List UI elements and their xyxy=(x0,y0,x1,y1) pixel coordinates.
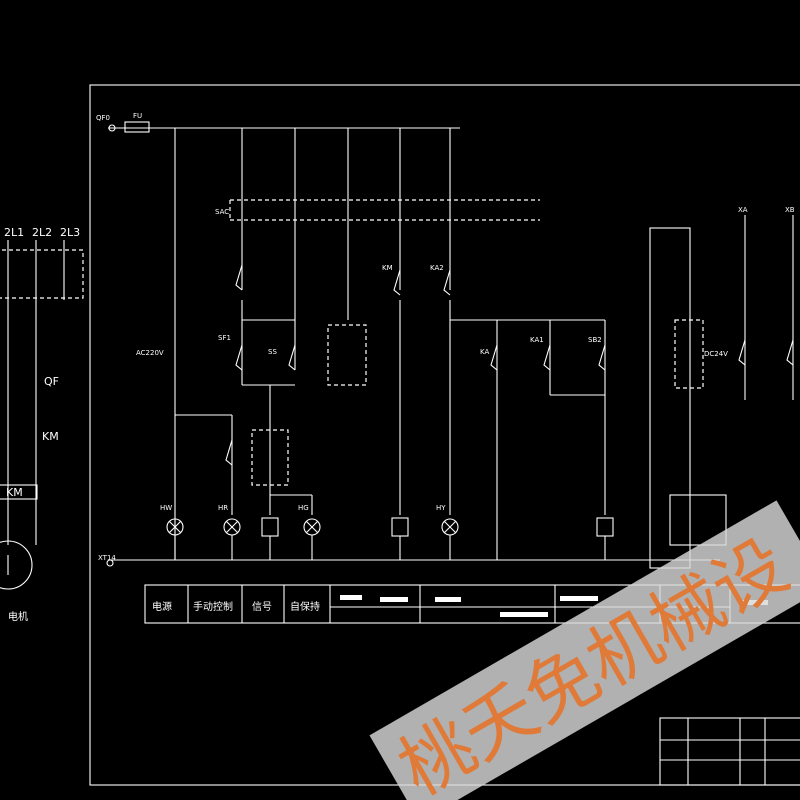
sac-label: SAC xyxy=(215,208,229,216)
table-cell-1: 手动控制 xyxy=(193,600,233,613)
motor-circuit xyxy=(0,240,84,590)
coil-ka1 xyxy=(596,517,614,537)
title-block xyxy=(659,717,800,786)
coil-km xyxy=(261,517,279,537)
ka2-contact-label: KA2 xyxy=(430,264,444,272)
lamp-hy xyxy=(441,518,459,536)
km-label: KM xyxy=(42,430,59,443)
dc24-label: DC24V xyxy=(704,350,728,358)
branch-lines xyxy=(175,128,606,525)
drawing-frame xyxy=(89,84,800,786)
watermark-text: 桃夭免机械设 xyxy=(385,523,800,800)
hy-label: HY xyxy=(436,504,446,512)
sf1-label: SF1 xyxy=(218,334,231,342)
l3-label: 2L3 xyxy=(60,226,80,239)
coil-ka2 xyxy=(391,517,409,537)
hg-label: HG xyxy=(298,504,309,512)
fu-label: FU xyxy=(133,112,142,120)
supply-bus xyxy=(106,121,720,567)
lamp-hg xyxy=(303,518,321,536)
l1-label: 2L1 xyxy=(4,226,24,239)
xa-label: XA xyxy=(738,206,748,214)
contacts xyxy=(225,264,606,486)
loads xyxy=(166,517,614,560)
table-cell-3: 自保持 xyxy=(290,600,320,613)
sb2-label: SB2 xyxy=(588,336,602,344)
qf-label: QF xyxy=(44,375,59,388)
km-overload-label: KM xyxy=(6,486,23,499)
ka1-contact-label: KA1 xyxy=(530,336,544,344)
motor-label: 电机 xyxy=(8,610,28,623)
qf0-label: QF0 xyxy=(96,114,110,122)
sac-selector xyxy=(229,199,540,221)
km-contact-label: KM xyxy=(382,264,393,272)
l2-label: 2L2 xyxy=(32,226,52,239)
xt4-label: XT14 xyxy=(98,554,116,562)
hw-label: HW xyxy=(160,504,172,512)
table-cell-0: 电源 xyxy=(152,600,172,613)
ss-label: SS xyxy=(268,348,277,356)
xb-label: XB xyxy=(785,206,795,214)
hr-label: HR xyxy=(218,504,228,512)
ac220-label: AC220V xyxy=(136,349,164,357)
ka-contact-label: KA xyxy=(480,348,489,356)
watermark-band: 桃夭免机械设 xyxy=(369,500,800,800)
lamp-hr xyxy=(223,518,241,536)
table-cell-2: 信号 xyxy=(252,601,272,613)
